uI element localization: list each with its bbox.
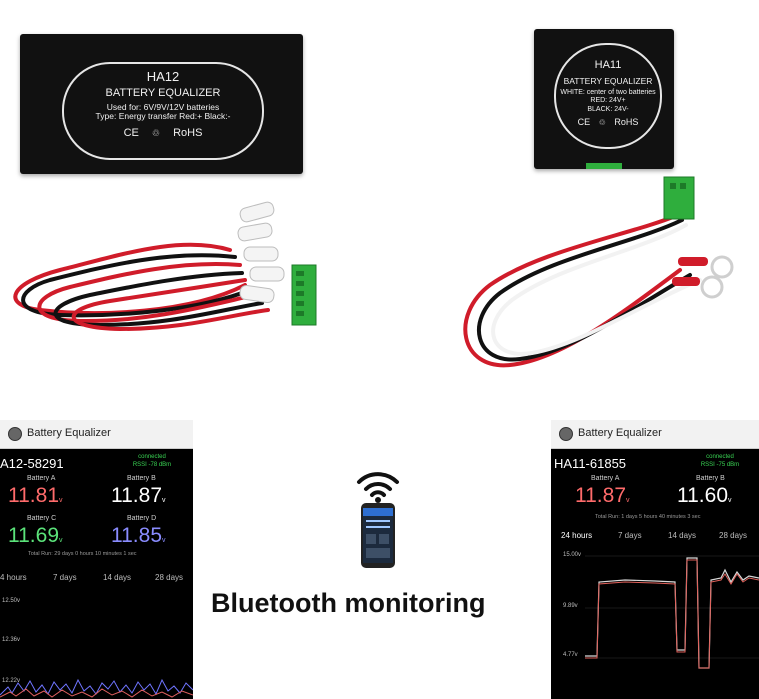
ha11-device: HA11 BATTERY EQUALIZER WHITE: center of … xyxy=(534,29,674,169)
right-battery-b-label: Battery B xyxy=(696,475,725,482)
ha11-rohs-mark: RoHS xyxy=(614,116,639,127)
tab-7-days[interactable]: 7 days xyxy=(618,531,642,540)
right-battery-a-label: Battery A xyxy=(591,475,620,482)
left-battery-d-voltage: 11.85v xyxy=(111,524,166,547)
ha12-label: HA12 BATTERY EQUALIZER Used for: 6V/9V/1… xyxy=(62,62,264,160)
left-connection-status: connected RSSI -78 dBm xyxy=(132,454,172,468)
tab-28-days[interactable]: 28 days xyxy=(719,531,748,540)
ha11-black: BLACK: 24V- xyxy=(587,105,629,113)
ha11-label: HA11 BATTERY EQUALIZER WHITE: center of … xyxy=(554,43,662,149)
right-range-tabs: 24 hours 7 days 14 days 28 days xyxy=(551,531,759,543)
weee-bin-icon: ♲ xyxy=(598,117,606,127)
right-connection-status: connected RSSI -75 dBm xyxy=(700,454,740,468)
ha11-cable xyxy=(463,176,734,368)
right-battery-a-voltage: 11.87v xyxy=(575,484,630,507)
bluetooth-monitoring-caption: Bluetooth monitoring xyxy=(211,588,486,618)
left-voltage-graph xyxy=(0,678,193,698)
weee-bin-icon: ♲ xyxy=(151,128,160,139)
left-app-bar: Battery Equalizer xyxy=(0,420,193,449)
gear-icon[interactable] xyxy=(559,427,573,441)
left-battery-b-voltage: 11.87v xyxy=(111,484,166,507)
left-device-id: A12-58291 xyxy=(0,456,64,471)
tab-14-days[interactable]: 14 days xyxy=(668,531,697,540)
left-y-label-top: 12.50v xyxy=(2,598,21,604)
ha11-ce-mark: CE xyxy=(577,116,591,127)
right-voltage-graph xyxy=(585,555,759,669)
left-battery-c-voltage: 11.69v xyxy=(8,524,63,547)
right-y-label-mid: 9.89v xyxy=(563,603,578,609)
left-battery-a-voltage: 11.81v xyxy=(8,484,63,507)
tab-28-days[interactable]: 28 days xyxy=(155,573,184,582)
left-y-label-bottom: 12.22v xyxy=(2,678,21,684)
right-y-label-bottom: 4.77v xyxy=(563,652,578,658)
left-app-title: Battery Equalizer xyxy=(27,427,111,439)
tab-7-days[interactable]: 7 days xyxy=(53,573,77,582)
left-battery-d-label: Battery D xyxy=(127,515,157,522)
ha11-model: HA11 xyxy=(594,59,622,71)
left-total-run: Total Run: 29 days 0 hours 10 minutes 1 … xyxy=(28,551,137,557)
right-phone-screen: Battery Equalizer HA11-61855 connected R… xyxy=(551,420,759,699)
tab-14-days[interactable]: 14 days xyxy=(103,573,132,582)
right-app-bar: Battery Equalizer xyxy=(551,420,759,449)
wifi-icon xyxy=(357,472,399,503)
left-battery-a-label: Battery A xyxy=(27,475,56,482)
tab-24-hours[interactable]: 24 hours xyxy=(561,531,593,540)
ha11-terminal-strip xyxy=(586,163,622,169)
gear-icon[interactable] xyxy=(8,427,22,441)
ha12-ce-mark: CE xyxy=(123,127,139,140)
smartphone-icon xyxy=(361,503,395,568)
ha12-name: BATTERY EQUALIZER xyxy=(105,86,221,99)
ha12-device: HA12 BATTERY EQUALIZER Used for: 6V/9V/1… xyxy=(20,34,303,174)
ha11-red: RED: 24V+ xyxy=(590,97,626,105)
ha12-rohs-mark: RoHS xyxy=(173,127,203,140)
right-total-run: Total Run: 1 days 5 hours 40 minutes 3 s… xyxy=(595,514,701,520)
left-range-tabs: 4 hours 7 days 14 days 28 days xyxy=(0,573,193,585)
tab-4-hours[interactable]: 4 hours xyxy=(0,573,27,582)
right-battery-b-voltage: 11.60v xyxy=(677,484,732,507)
right-app-title: Battery Equalizer xyxy=(578,427,662,439)
ha12-cable-bundle xyxy=(13,201,317,332)
ha12-type: Type: Energy transfer Red:+ Black:- xyxy=(95,111,231,122)
left-y-label-mid: 12.36v xyxy=(2,637,21,643)
ha11-white: WHITE: center of two batteries xyxy=(560,89,656,97)
left-battery-b-label: Battery B xyxy=(127,475,156,482)
right-device-id: HA11-61855 xyxy=(554,456,627,471)
ha11-name: BATTERY EQUALIZER xyxy=(563,75,653,86)
ha12-usage: Used for: 6V/9V/12V batteries xyxy=(106,101,220,112)
left-phone-screen: Battery Equalizer A12-58291 connected RS… xyxy=(0,420,193,699)
right-y-label-top: 15.00v xyxy=(563,552,582,558)
left-battery-c-label: Battery C xyxy=(27,515,57,522)
ha12-model: HA12 xyxy=(146,69,180,84)
